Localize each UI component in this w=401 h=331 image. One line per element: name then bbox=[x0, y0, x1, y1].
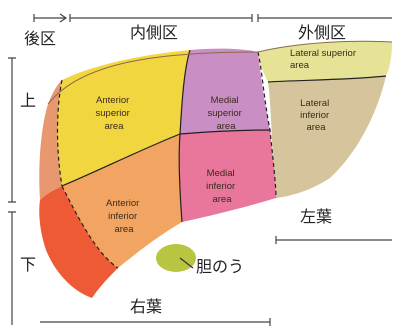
medial-region-label: 内側区 bbox=[130, 23, 178, 42]
left-lobe-label: 左葉 bbox=[300, 207, 332, 226]
lateral-region-label: 外側区 bbox=[298, 23, 346, 42]
top-brackets bbox=[34, 14, 392, 22]
left-brackets bbox=[8, 58, 16, 325]
lateral-inferior-segment bbox=[268, 76, 386, 198]
gallbladder-label: 胆のう bbox=[196, 257, 244, 276]
posterior-region-label: 後区 bbox=[24, 29, 56, 48]
gallbladder-shape bbox=[156, 244, 196, 272]
left-lobe-bracket bbox=[276, 236, 392, 244]
upper-label: 上 bbox=[20, 91, 36, 110]
right-lobe-bracket bbox=[40, 318, 270, 326]
right-lobe-label: 右葉 bbox=[130, 297, 162, 316]
lower-label: 下 bbox=[20, 255, 36, 274]
